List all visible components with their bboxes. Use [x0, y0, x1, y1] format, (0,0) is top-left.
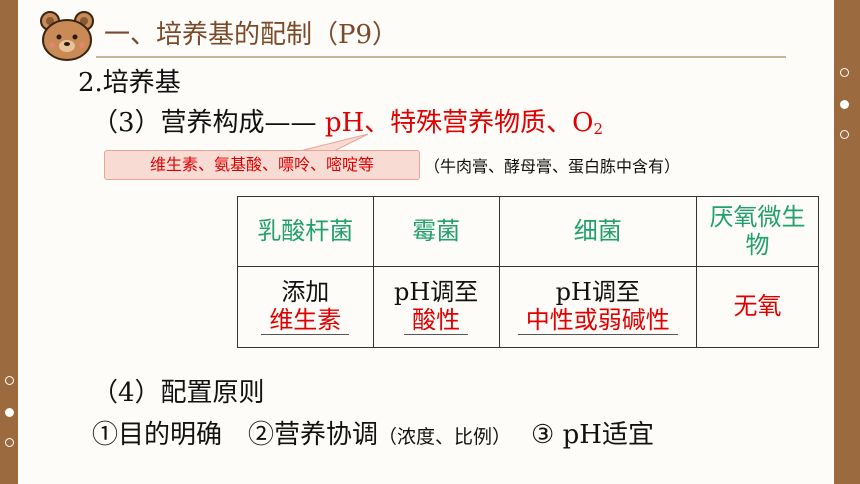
frame-dot-right-3 [840, 130, 849, 139]
nutrition-red-items: pH、特殊营养物质、O [324, 108, 594, 138]
frame-dot-left-1 [5, 376, 14, 385]
principle-3: ③ pH适宜 [531, 420, 654, 450]
slide-title: 一、培养基的配制（P9） [96, 14, 786, 58]
frame-dot-right-1 [840, 68, 849, 77]
principle-2-note: （浓度、比例） [378, 426, 512, 448]
special-nutrients-callout: 维生素、氨基酸、嘌呤、嘧啶等 [104, 150, 420, 180]
header-lactobacillus: 乳酸杆菌 [237, 196, 374, 267]
cell-answer: 维生素 [261, 306, 350, 336]
callout-pointer [287, 133, 369, 154]
cell-bacteria: pH调至 中性或弱碱性 [498, 266, 698, 348]
frame-dot-left-2 [5, 408, 14, 417]
frame-dot-right-2 [840, 100, 849, 109]
cell-prefix: pH调至 [555, 277, 640, 306]
cell-answer: 酸性 [404, 306, 469, 336]
header-mold: 霉菌 [372, 196, 500, 267]
nutrition-red-text: pH、特殊营养物质、O2 [325, 108, 603, 138]
cell-prefix: 添加 [281, 277, 330, 306]
cell-lactobacillus: 添加 维生素 [237, 266, 374, 348]
principles-line: ①目的明确 ②营养协调（浓度、比例） ③ pH适宜 [92, 414, 654, 451]
slide-title-text: 一、培养基的配制（P9） [104, 20, 399, 50]
frame-dot-left-3 [5, 438, 14, 447]
header-bacteria: 细菌 [498, 196, 698, 267]
nutrition-label: （3）营养构成—— [92, 108, 317, 138]
title-divider [96, 56, 786, 58]
principle-2: ②营养协调 [248, 420, 379, 450]
principles-heading: （4）配置原则 [92, 372, 265, 409]
callout-note: （牛肉膏、酵母膏、蛋白胨中含有） [424, 157, 681, 176]
table-row: 添加 维生素 pH调至 酸性 pH调至 中性或弱碱性 无氧 [237, 266, 819, 348]
culture-requirements-table: 乳酸杆菌 霉菌 细菌 厌氧微生物 添加 维生素 pH调至 酸性 pH调至 中性或… [237, 196, 819, 348]
section-heading: 2.培养基 [78, 68, 181, 98]
cell-anaerobe: 无氧 [696, 266, 819, 348]
principles-label: （4）配置原则 [92, 378, 265, 408]
cell-mold: pH调至 酸性 [372, 266, 500, 348]
oxygen-subscript: 2 [593, 120, 603, 138]
table-header-row: 乳酸杆菌 霉菌 细菌 厌氧微生物 [237, 196, 819, 267]
cell-prefix: pH调至 [393, 277, 479, 306]
principle-1: ①目的明确 [92, 420, 223, 450]
cell-answer: 无氧 [733, 292, 782, 321]
cell-answer: 中性或弱碱性 [517, 306, 678, 336]
nutrition-composition-line: （3）营养构成—— pH、特殊营养物质、O2 [92, 102, 603, 139]
bear-icon [40, 11, 94, 61]
header-anaerobe: 厌氧微生物 [696, 196, 819, 267]
